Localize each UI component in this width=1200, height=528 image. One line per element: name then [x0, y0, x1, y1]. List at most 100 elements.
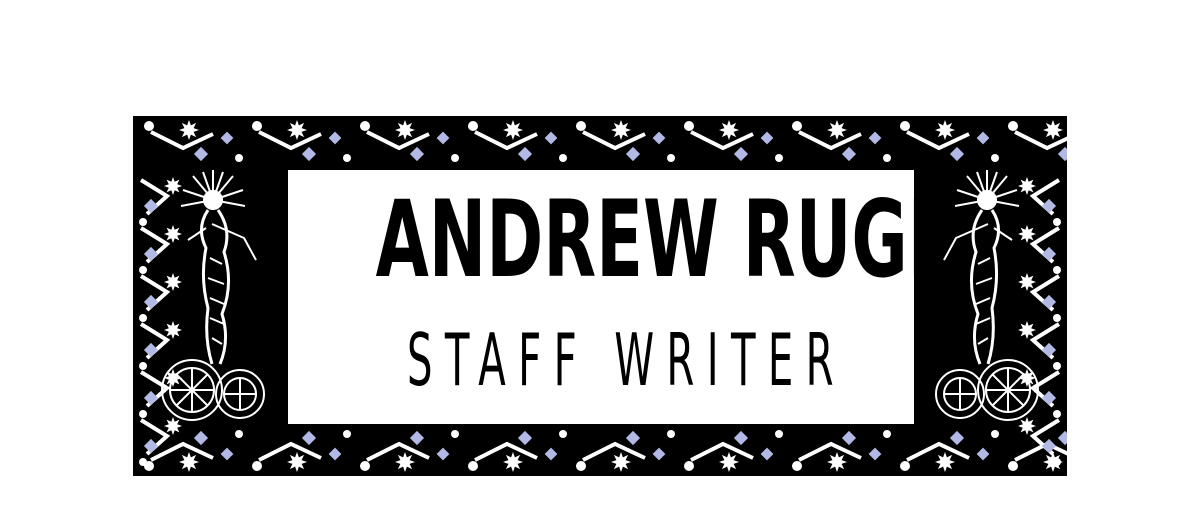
swirl-line	[366, 130, 430, 151]
dot-icon	[451, 154, 459, 162]
star-icon	[611, 452, 631, 472]
diamond-icon	[733, 146, 749, 162]
diamond-icon	[517, 146, 533, 162]
diamond-icon	[544, 131, 558, 145]
dot-icon	[1053, 314, 1061, 322]
dot-icon	[559, 430, 567, 438]
star-icon	[179, 452, 199, 472]
dot-icon	[775, 430, 783, 438]
dot-icon	[139, 362, 147, 370]
swirl-line	[366, 441, 430, 462]
dot-icon	[139, 314, 147, 322]
dot-icon	[576, 461, 586, 471]
diamond-icon	[1041, 198, 1057, 214]
dot-icon	[139, 458, 147, 466]
diamond-icon	[868, 447, 882, 461]
dot-icon	[883, 430, 891, 438]
dot-icon	[900, 461, 910, 471]
star-icon	[503, 120, 523, 140]
dot-icon	[1053, 410, 1061, 418]
star-icon	[1018, 177, 1036, 195]
dot-icon	[684, 461, 694, 471]
diamond-icon	[544, 447, 558, 461]
writer-title: STAFF WRITER	[406, 318, 846, 402]
swirl-line	[690, 130, 754, 151]
dot-icon	[684, 121, 694, 131]
star-icon	[164, 417, 182, 435]
dot-icon	[991, 154, 999, 162]
dot-icon	[468, 121, 478, 131]
diamond-icon	[1041, 294, 1057, 310]
dot-icon	[792, 461, 802, 471]
dot-icon	[1053, 458, 1061, 466]
dancer-figure-icon	[161, 170, 265, 421]
diamond-icon	[143, 390, 159, 406]
diamond-icon	[760, 447, 774, 461]
swirl-line	[474, 441, 538, 462]
star-icon	[1018, 273, 1036, 291]
diamond-icon	[1057, 146, 1067, 162]
dot-icon	[343, 154, 351, 162]
diamond-icon	[841, 146, 857, 162]
diamond-icon	[436, 131, 450, 145]
dot-icon	[991, 430, 999, 438]
dot-icon	[883, 154, 891, 162]
star-icon	[827, 120, 847, 140]
dot-icon	[451, 430, 459, 438]
dot-icon	[775, 154, 783, 162]
diamond-icon	[868, 131, 882, 145]
star-icon	[179, 120, 199, 140]
swirl-line	[258, 130, 322, 151]
star-icon	[395, 452, 415, 472]
star-icon	[1018, 225, 1036, 243]
diamond-icon	[328, 131, 342, 145]
star-icon	[287, 120, 307, 140]
dot-icon	[360, 461, 370, 471]
diamond-icon	[1041, 342, 1057, 358]
dot-icon	[667, 430, 675, 438]
dot-icon	[235, 430, 243, 438]
diamond-icon	[193, 430, 209, 446]
diamond-icon	[1041, 246, 1057, 262]
star-icon	[827, 452, 847, 472]
dot-icon	[343, 430, 351, 438]
diamond-icon	[1041, 438, 1057, 454]
diamond-icon	[409, 430, 425, 446]
diamond-icon	[220, 447, 234, 461]
swirl-line	[1014, 441, 1067, 462]
dot-icon	[360, 121, 370, 131]
diamond-icon	[301, 430, 317, 446]
dot-icon	[1053, 218, 1061, 226]
swirl-line	[150, 130, 214, 151]
diamond-icon	[409, 146, 425, 162]
diamond-icon	[976, 131, 990, 145]
dot-icon	[1008, 121, 1018, 131]
swirl-line	[906, 441, 970, 462]
swirl-line	[690, 441, 754, 462]
star-icon	[164, 273, 182, 291]
dancer-figure-icon	[935, 170, 1039, 421]
swirl-line	[582, 130, 646, 151]
diamond-icon	[143, 342, 159, 358]
diamond-icon	[760, 131, 774, 145]
swirl-line	[258, 441, 322, 462]
diamond-icon	[193, 146, 209, 162]
swirl-line	[1014, 130, 1067, 151]
dot-icon	[139, 410, 147, 418]
dot-icon	[900, 121, 910, 131]
decorative-border	[139, 120, 1067, 472]
dot-icon	[139, 218, 147, 226]
dot-icon	[559, 154, 567, 162]
dot-icon	[667, 154, 675, 162]
star-icon	[719, 452, 739, 472]
dot-icon	[252, 121, 262, 131]
dot-icon	[792, 121, 802, 131]
diamond-icon	[625, 146, 641, 162]
diamond-icon	[517, 430, 533, 446]
diamond-icon	[625, 430, 641, 446]
swirl-line	[798, 130, 862, 151]
diamond-icon	[143, 294, 159, 310]
dot-icon	[139, 266, 147, 274]
star-icon	[287, 452, 307, 472]
dot-icon	[1053, 362, 1061, 370]
